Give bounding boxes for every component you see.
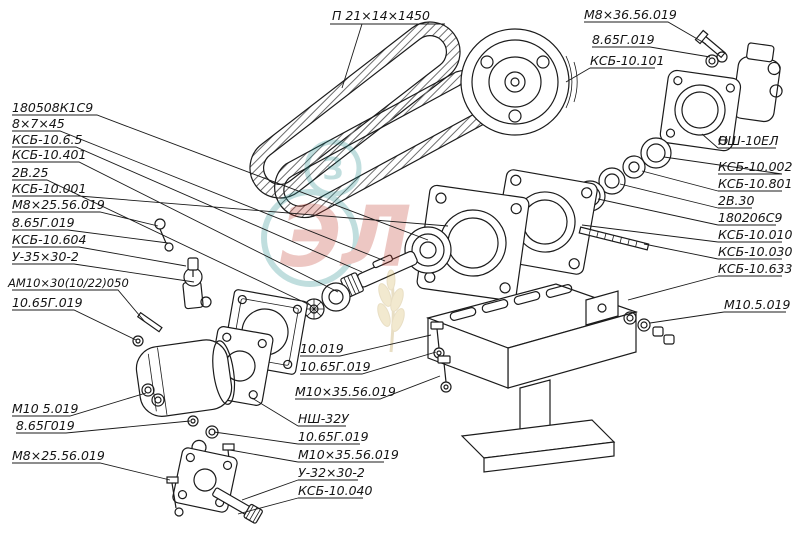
label-pump-nsh32: НШ-32У xyxy=(298,411,350,426)
stud-am10-part xyxy=(132,311,163,347)
label-washer-1065-bot: 10.65Г.019 xyxy=(298,429,369,444)
label-bolt-m10x35-bot: М10×35.56.019 xyxy=(298,447,399,462)
bearing-housing-10001 xyxy=(416,184,530,302)
stud-ksb-10-030 xyxy=(578,226,650,251)
label-pulley: КСБ-10.101 xyxy=(590,53,664,68)
leaders-bottom xyxy=(213,334,441,515)
label-housing-10001: КСБ-10.001 xyxy=(12,181,86,196)
label-bolt-m8x25-top: М8×25.56.019 xyxy=(12,197,105,212)
label-coupling-u32: У-32×30-2 xyxy=(298,465,365,480)
label-bearing-180508: 180508К1С9 xyxy=(12,100,93,115)
bolts-m10x35-center xyxy=(430,321,452,393)
valve-assembly-10604 xyxy=(182,257,212,310)
bolt-m8x25-top-part xyxy=(154,218,174,252)
label-washer-2v25: 2В.25 xyxy=(12,165,48,180)
label-seal-10002: КСБ-10.002 xyxy=(718,159,792,174)
label-coupling-u35: У-35×30-2 xyxy=(12,249,79,264)
label-bolt-m8x25-bl: М8×25.56.019 xyxy=(12,448,105,463)
watermark: З ЭЛ xyxy=(261,139,411,353)
watermark-ring-letter: З xyxy=(322,152,343,187)
label-bracket-10633: КСБ-10.633 xyxy=(718,261,792,276)
label-bolt-m8x36: М8×36.56.019 xyxy=(584,7,677,22)
label-washer-1065-mid: 10.65Г.019 xyxy=(300,359,371,374)
label-washer-865-left: 8.65Г.019 xyxy=(12,215,75,230)
label-washer-m10-right: М10.5.019 xyxy=(724,297,790,312)
pulley-ksb-10-101 xyxy=(460,28,578,136)
label-housing-10010: КСБ-10.010 xyxy=(718,227,792,242)
watermark-text: ЭЛ xyxy=(280,188,411,286)
label-washer-865-bl: 8.65Г019 xyxy=(16,418,75,433)
pump-nsh-10 xyxy=(659,42,783,152)
leader-lines xyxy=(12,21,786,515)
label-bearing-180206: 180206С9 xyxy=(718,210,782,225)
leaders-top xyxy=(330,21,711,89)
label-coupling-10040: КСБ-10.040 xyxy=(298,483,372,498)
label-flange-10401: КСБ-10.401 xyxy=(12,147,86,162)
label-stud-am10: АМ10×30(10/22)050 xyxy=(7,276,129,290)
label-valve-10604: КСБ-10.604 xyxy=(12,232,86,247)
label-key-8x7: 8×7×45 xyxy=(12,116,65,131)
label-washer-865-top: 8.65Г.019 xyxy=(592,32,655,47)
label-washer-m10-left: М10 5.019 xyxy=(12,401,78,416)
key-8x7x45-part xyxy=(372,254,394,269)
label-ring-10801: КСБ-10.801 xyxy=(718,176,792,191)
label-washer-10019: 10.019 xyxy=(300,341,344,356)
label-washer-1065-left: 10.65Г.019 xyxy=(12,295,83,310)
drive-shaft xyxy=(340,250,418,298)
coupling-ksb-10-040 xyxy=(172,439,263,524)
label-pump-nsh10: НШ-10ЕЛ xyxy=(718,133,779,148)
leaders-left xyxy=(12,114,449,481)
bolt-m8x25-bottom-part xyxy=(166,476,184,517)
label-bolt-m10x35-mid: М10×35.56.019 xyxy=(295,384,396,399)
label-washer-2v30: 2В.30 xyxy=(718,193,754,208)
label-stud-10030: КСБ-10.030 xyxy=(718,244,792,259)
leaders-right xyxy=(581,133,786,324)
label-belt-spec: П 21×14×1450 xyxy=(332,8,430,23)
watermark-wheat-emblem xyxy=(377,269,405,353)
label-shaft-1065: КСБ-10.6.5 xyxy=(12,132,82,147)
mounting-bracket-10633 xyxy=(426,283,638,473)
coupling-parts xyxy=(303,282,351,320)
bolt-m8x36-part xyxy=(694,29,728,68)
washers-m10-right xyxy=(623,311,675,345)
part-labels: П 21×14×1450 М8×36.56.019 8.65Г.019 КСБ-… xyxy=(7,7,792,498)
